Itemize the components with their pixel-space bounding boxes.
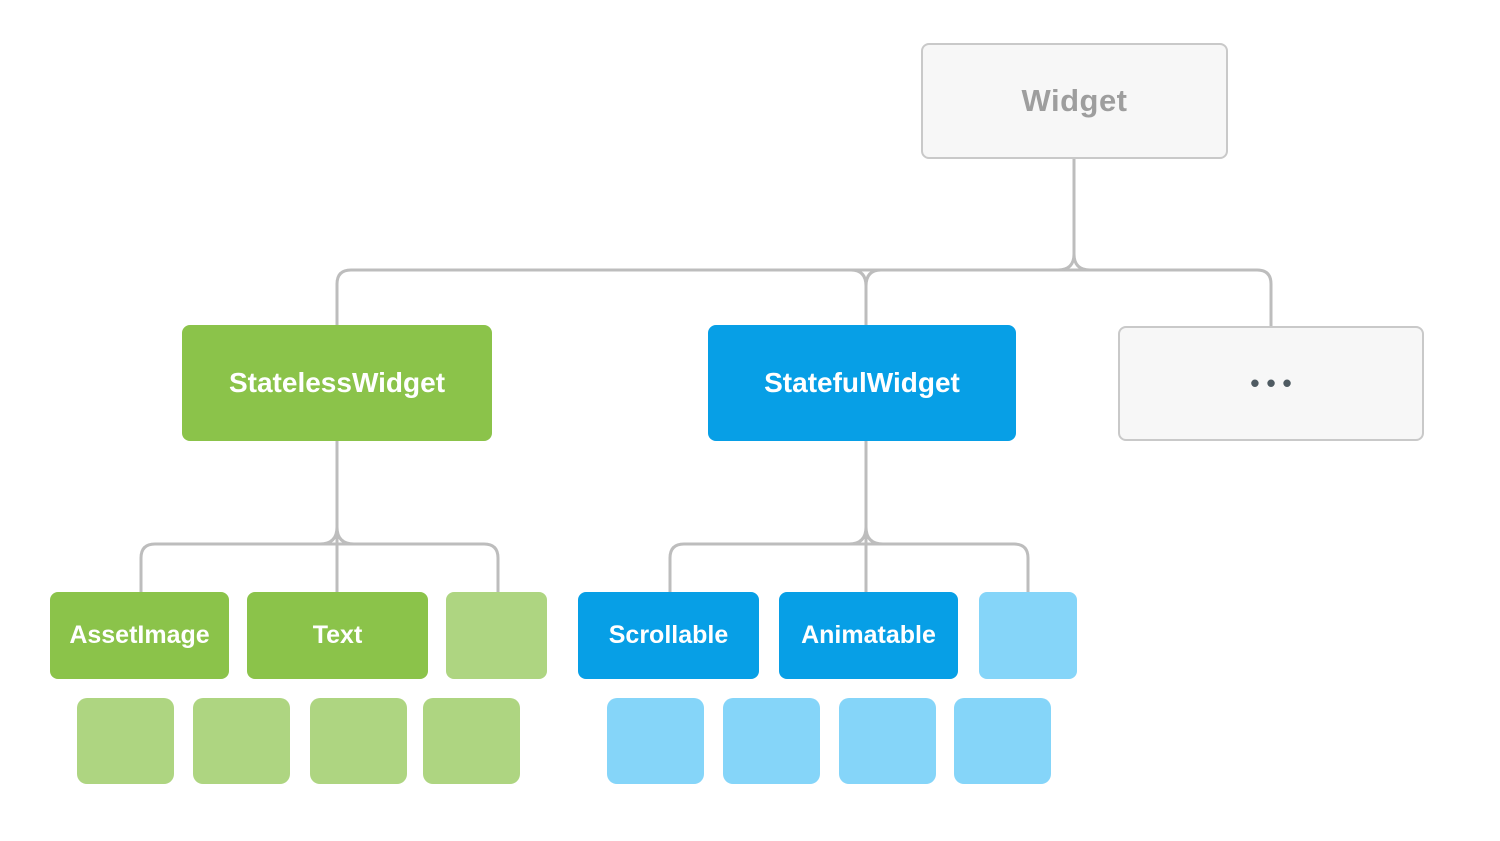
node-widget: Widget bbox=[921, 43, 1228, 159]
ellipsis-icon: ••• bbox=[1250, 368, 1299, 398]
connector-stateful-drop bbox=[850, 268, 882, 326]
node-assetimage-label: AssetImage bbox=[69, 621, 210, 649]
connector-stateless-stem bbox=[319, 441, 355, 592]
node-other-widgets: ••• bbox=[1118, 326, 1424, 441]
stateful-placeholder-square-1 bbox=[607, 698, 704, 784]
node-animatable: Animatable bbox=[779, 592, 958, 679]
node-scrollable: Scrollable bbox=[578, 592, 759, 679]
stateful-placeholder-square-3 bbox=[839, 698, 936, 784]
node-text-label: Text bbox=[312, 621, 363, 649]
stateful-placeholder-square-2 bbox=[723, 698, 820, 784]
connector-level1-rail bbox=[335, 268, 1273, 326]
node-assetimage: AssetImage bbox=[50, 592, 229, 679]
stateless-placeholder-square-2 bbox=[193, 698, 290, 784]
node-animatable-label: Animatable bbox=[801, 621, 936, 649]
node-scrollable-label: Scrollable bbox=[608, 621, 729, 649]
stateless-placeholder-square-1 bbox=[77, 698, 174, 784]
connector-stateful-rail bbox=[668, 542, 1030, 592]
node-widget-label: Widget bbox=[1021, 83, 1128, 118]
stateless-placeholder-square-4 bbox=[423, 698, 520, 784]
node-text: Text bbox=[247, 592, 428, 679]
connector-root-stem bbox=[1057, 159, 1091, 272]
node-stateless-widget: StatelessWidget bbox=[182, 325, 492, 441]
connector-stateful-stem bbox=[848, 441, 884, 592]
node-stateful-widget: StatefulWidget bbox=[708, 325, 1016, 441]
node-stateful-widget-label: StatefulWidget bbox=[764, 367, 960, 398]
connector-stateless-rail bbox=[139, 542, 500, 592]
stateless-placeholder-square-3 bbox=[310, 698, 407, 784]
node-stateful-unnamed-child bbox=[979, 592, 1077, 679]
node-stateless-unnamed-child bbox=[446, 592, 547, 679]
stateful-placeholder-square-4 bbox=[954, 698, 1051, 784]
node-stateless-widget-label: StatelessWidget bbox=[228, 367, 446, 398]
